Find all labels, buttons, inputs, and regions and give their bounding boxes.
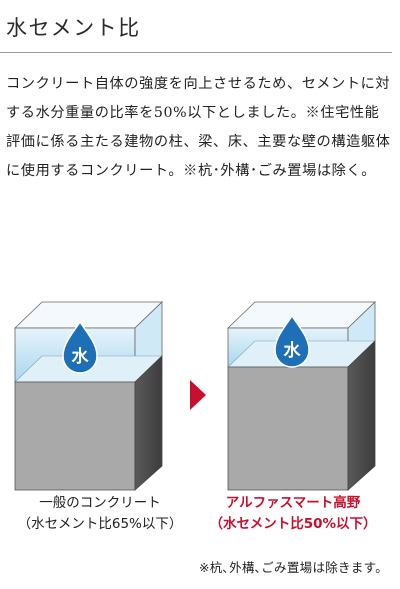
arrow-right-icon — [190, 380, 206, 410]
right-block: 水 — [227, 301, 376, 491]
water-drop-icon: 水 — [274, 314, 310, 368]
right-caption-line2: （水セメント比50%以下） — [209, 516, 377, 532]
water-drop-icon: 水 — [62, 320, 98, 374]
left-caption-line2: （水セメント比65%以下） — [17, 516, 183, 532]
right-concrete-side — [347, 340, 376, 491]
left-concrete-front — [14, 381, 136, 491]
right-caption: アルファスマート高野 （水セメント比50%以下） — [203, 493, 383, 535]
right-concrete-front — [227, 366, 349, 491]
title-divider — [0, 52, 392, 53]
description-text: コンクリート自体の強度を向上させるため、セメントに対する水分重量の比率を50%以… — [6, 76, 391, 179]
right-caption-line1: アルファスマート高野 — [225, 495, 361, 511]
comparison-figure: 水 水 — [0, 290, 400, 550]
water-drop-label: 水 — [72, 346, 90, 367]
page-title: 水セメント比 — [6, 16, 141, 40]
left-caption: 一般のコンクリート （水セメント比65%以下） — [10, 493, 190, 535]
left-block: 水 — [14, 301, 163, 491]
left-concrete-side — [134, 355, 163, 491]
water-drop-label: 水 — [284, 340, 302, 361]
left-caption-line1: 一般のコンクリート — [39, 495, 161, 511]
footnote: ※杭､外構､ごみ置場は除きます。 — [198, 560, 388, 575]
comparison-illustration: 水 水 — [14, 301, 376, 491]
